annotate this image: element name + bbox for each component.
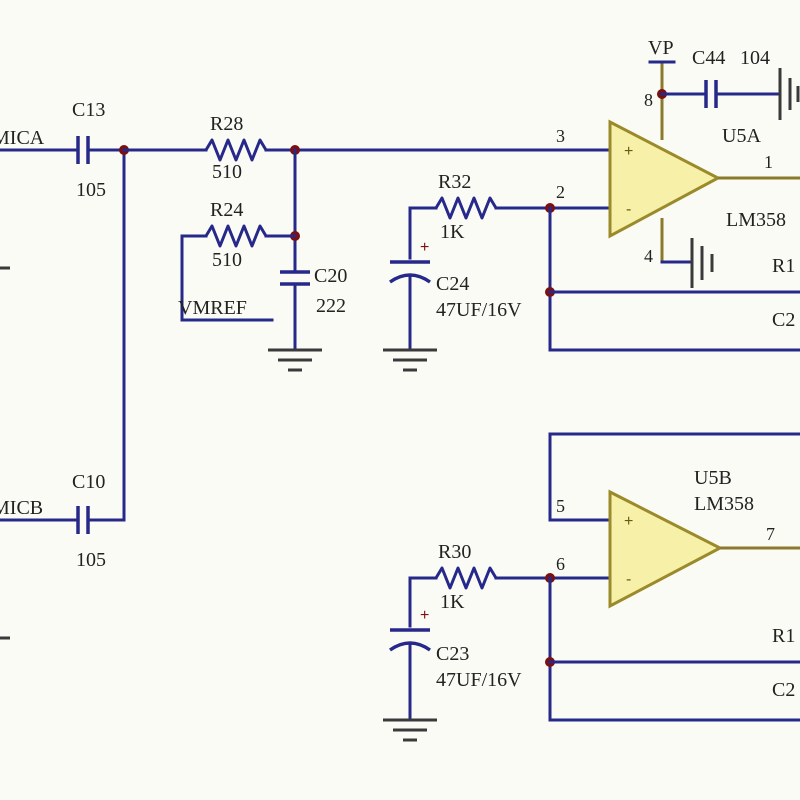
c23-value: 47UF/16V: [436, 669, 522, 691]
u5b-pin5: 5: [556, 496, 565, 516]
r28-ref: R28: [210, 113, 243, 135]
r30-value: 1K: [440, 591, 465, 613]
ground-symbol: [383, 718, 437, 742]
c44-ref: C44: [692, 47, 725, 69]
resistor-r30: [434, 566, 498, 590]
capacitor-c20: [280, 270, 310, 352]
wire: [408, 206, 438, 260]
wire: [180, 234, 208, 322]
c20-value: 222: [316, 295, 346, 317]
opamp-u5b: [608, 489, 724, 609]
wire: [548, 432, 612, 522]
r24-value: 510: [212, 249, 242, 271]
wire: [408, 576, 438, 628]
c24-polarity-plus: +: [420, 239, 429, 256]
c23-ref: C23: [436, 643, 469, 665]
u5a-minus-sign: -: [626, 201, 631, 218]
ground-symbol: [268, 348, 322, 372]
c13-ref: C13: [72, 99, 105, 121]
c10-ref: C10: [72, 471, 105, 493]
u5a-ref: U5A: [722, 125, 761, 147]
ground-symbol: [383, 348, 437, 372]
u5a-pin4: 4: [644, 246, 653, 266]
u5b-minus-sign: -: [626, 571, 631, 588]
ground-symbol: [778, 68, 800, 120]
net-label-vmref: VMREF: [178, 297, 247, 319]
r-bottom-partial-ref: R1: [772, 625, 795, 647]
net-label-vp: VP: [648, 37, 674, 59]
resistor-r32: [434, 196, 498, 220]
net-label-micb: MICB: [0, 497, 43, 519]
u5a-plus-sign: +: [624, 143, 633, 160]
c-top-partial-ref: C2: [772, 309, 795, 331]
u5a-pin2: 2: [556, 182, 565, 202]
resistor-r28: [204, 138, 268, 162]
u5a-pin1: 1: [764, 152, 773, 172]
c20-ref: C20: [314, 265, 347, 287]
c24-value: 47UF/16V: [436, 299, 522, 321]
r-top-partial-ref: R1: [772, 255, 795, 277]
u5b-part: LM358: [694, 493, 754, 515]
c24-ref: C24: [436, 273, 469, 295]
r32-value: 1K: [440, 221, 465, 243]
u5a-pin8: 8: [644, 90, 653, 110]
r28-value: 510: [212, 161, 242, 183]
capacitor-c23: [388, 628, 432, 722]
capacitor-c10: [0, 506, 126, 534]
c13-value: 105: [76, 179, 106, 201]
capacitor-c13: [0, 136, 126, 164]
c10-value: 105: [76, 549, 106, 571]
c-bottom-partial-ref: C2: [772, 679, 795, 701]
opamp-u5a: [608, 119, 722, 239]
c44-value: 104: [740, 47, 770, 69]
r30-ref: R30: [438, 541, 471, 563]
u5b-pin6: 6: [556, 554, 565, 574]
u5b-ref: U5B: [694, 467, 732, 489]
u5b-plus-sign: +: [624, 513, 633, 530]
capacitor-c24: [388, 260, 432, 352]
r24-ref: R24: [210, 199, 243, 221]
u5b-pin7: 7: [766, 524, 775, 544]
r32-ref: R32: [438, 171, 471, 193]
c23-polarity-plus: +: [420, 607, 429, 624]
resistor-r24: [204, 224, 268, 248]
net-label-mica: MICA: [0, 127, 45, 149]
u5a-part: LM358: [726, 209, 786, 231]
u5a-pin3: 3: [556, 126, 565, 146]
capacitor-c44: [660, 80, 780, 108]
ground-symbol: [690, 238, 714, 288]
